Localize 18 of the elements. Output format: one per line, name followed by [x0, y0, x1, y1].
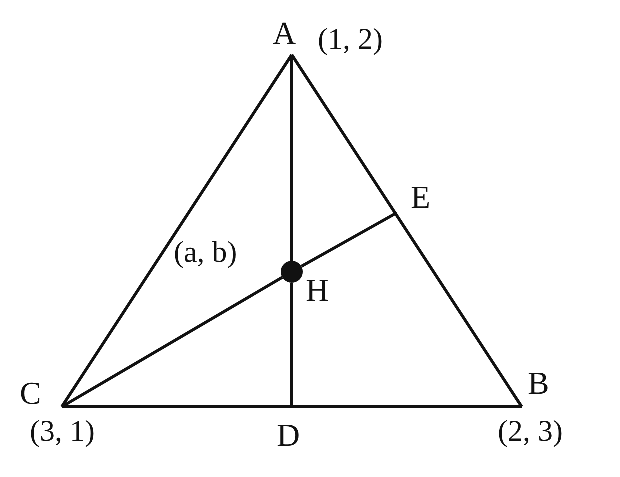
line-segment — [62, 406, 522, 408]
point-label: D — [277, 419, 300, 451]
line-segment — [290, 55, 294, 261]
point-label: A — [273, 17, 296, 49]
line-segment — [290, 54, 524, 408]
coordinate-label: (3, 1) — [30, 417, 95, 447]
point-label: C — [20, 377, 42, 409]
point-label: E — [411, 181, 431, 213]
point-label: H — [306, 274, 330, 306]
point-dot — [281, 261, 303, 283]
coordinate-label: (a, b) — [174, 238, 238, 268]
line-segment — [61, 276, 284, 408]
point-label: B — [528, 367, 550, 399]
coordinate-label: (2, 3) — [498, 417, 563, 447]
line-segment — [300, 212, 398, 268]
line-segment — [60, 54, 294, 408]
line-segment — [290, 283, 294, 407]
coordinate-label: (1, 2) — [318, 25, 383, 55]
